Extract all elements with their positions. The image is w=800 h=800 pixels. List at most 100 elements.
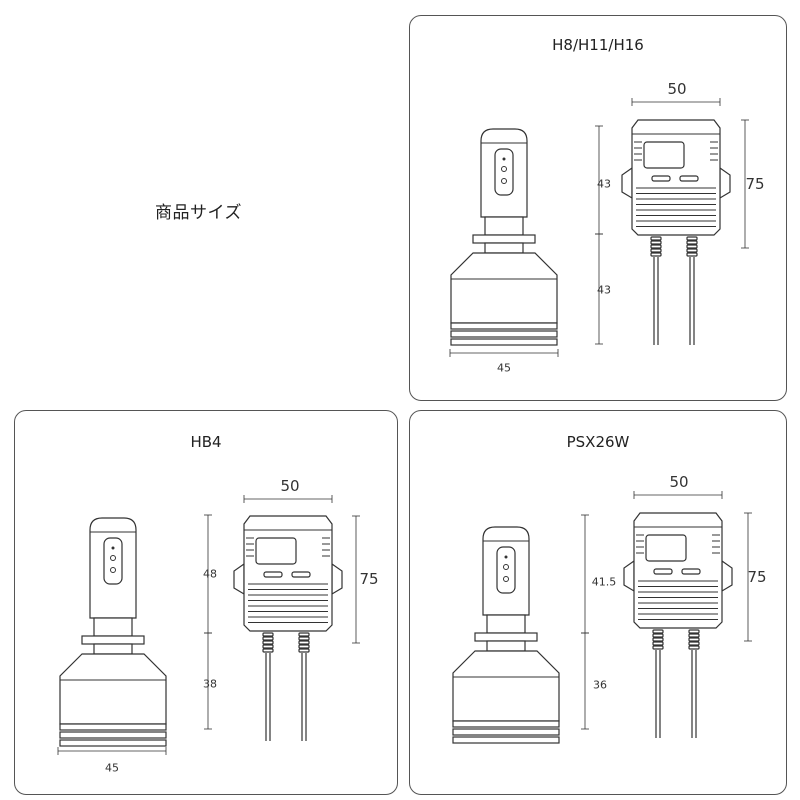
psx26w-drawing xyxy=(452,491,752,744)
panel-title: PSX26W xyxy=(566,433,630,451)
cable-strain-relief xyxy=(652,629,664,634)
bulb-collar xyxy=(81,635,145,645)
cable-strain-relief xyxy=(262,644,274,649)
led-chip xyxy=(502,157,506,161)
cable-strain-relief xyxy=(688,629,700,634)
panel-title: H8/H11/H16 xyxy=(552,36,644,54)
cable-strain-relief xyxy=(686,252,698,257)
unit-width-label: 50 xyxy=(669,473,689,491)
cable-strain-relief xyxy=(650,236,662,241)
cable-strain-relief xyxy=(688,637,700,642)
bulb-collar xyxy=(474,632,538,642)
unit-window xyxy=(255,537,297,565)
bulb-base xyxy=(59,653,167,725)
cable-strain-relief xyxy=(650,240,662,245)
bulb-top-label: 41.5 xyxy=(591,575,617,589)
unit-slot xyxy=(679,175,699,182)
base-fin xyxy=(59,739,167,747)
cable-strain-relief xyxy=(298,644,310,649)
cable-strain-relief xyxy=(262,636,274,641)
led-chip xyxy=(111,546,115,550)
base-fin xyxy=(450,338,558,346)
unit-slot xyxy=(263,571,283,578)
cable-strain-relief xyxy=(688,633,700,638)
bulb-ring xyxy=(486,640,526,652)
bulb-base xyxy=(452,650,560,722)
hb4-drawing xyxy=(57,495,360,755)
cable-strain-relief xyxy=(686,244,698,249)
unit-body xyxy=(633,512,723,629)
panel-psx26w: PSX26W 50 75 41.5 36 xyxy=(409,410,787,795)
base-fin xyxy=(59,731,167,739)
bulb-top-label: 48 xyxy=(203,567,217,581)
cable-strain-relief xyxy=(652,637,664,642)
unit-body xyxy=(243,515,333,632)
unit-tab-right xyxy=(331,562,343,596)
bulb-bottom-label: 36 xyxy=(593,678,607,692)
unit-width-label: 50 xyxy=(667,80,687,98)
bulb-collar xyxy=(472,234,536,244)
unit-window xyxy=(643,141,685,169)
bulb-neck xyxy=(484,216,524,236)
led-chip xyxy=(503,576,509,582)
cable-strain-relief xyxy=(686,240,698,245)
bulb-base xyxy=(450,252,558,324)
panel-title: HB4 xyxy=(190,433,222,451)
unit-body xyxy=(631,119,721,236)
base-fin xyxy=(450,330,558,338)
bulb-bottom-label: 38 xyxy=(203,677,217,691)
cable-strain-relief xyxy=(686,236,698,241)
cable-strain-relief xyxy=(686,248,698,253)
base-width-label: 45 xyxy=(497,361,511,375)
unit-tab-left xyxy=(233,562,245,596)
bulb-bottom-label: 43 xyxy=(597,283,611,297)
bulb-top-label: 43 xyxy=(597,177,611,191)
led-chip xyxy=(504,555,508,559)
led-chip xyxy=(110,555,116,561)
led-chip xyxy=(503,564,509,570)
cable-strain-relief xyxy=(650,252,662,257)
bulb-neck xyxy=(486,614,526,634)
led-chip xyxy=(110,567,116,573)
unit-height-label: 75 xyxy=(747,568,767,586)
base-fin xyxy=(452,728,560,736)
cable-strain-relief xyxy=(652,645,664,650)
cable-strain-relief xyxy=(688,645,700,650)
unit-slot xyxy=(291,571,311,578)
cable-strain-relief xyxy=(652,633,664,638)
base-fin xyxy=(59,723,167,731)
cable-strain-relief xyxy=(262,648,274,653)
cable-strain-relief xyxy=(688,641,700,646)
cable-strain-relief xyxy=(298,636,310,641)
base-fin xyxy=(452,720,560,728)
unit-width-label: 50 xyxy=(280,477,300,495)
cable-strain-relief xyxy=(650,244,662,249)
unit-tab-right xyxy=(719,166,731,200)
bulb-ring xyxy=(93,643,133,655)
unit-height-label: 75 xyxy=(745,175,765,193)
bulb-neck xyxy=(93,617,133,637)
cable-strain-relief xyxy=(262,632,274,637)
h8-drawing xyxy=(449,98,749,357)
unit-tab-left xyxy=(623,559,635,593)
unit-tab-right xyxy=(721,559,733,593)
led-chip xyxy=(501,178,507,184)
unit-window xyxy=(645,534,687,562)
base-fin xyxy=(450,322,558,330)
page-heading: 商品サイズ xyxy=(155,203,242,223)
cable-strain-relief xyxy=(298,640,310,645)
cable-strain-relief xyxy=(298,632,310,637)
unit-slot xyxy=(681,568,701,575)
unit-tab-left xyxy=(621,166,633,200)
unit-height-label: 75 xyxy=(359,570,379,588)
led-chip xyxy=(501,166,507,172)
unit-slot xyxy=(651,175,671,182)
cable-strain-relief xyxy=(652,641,664,646)
cable-strain-relief xyxy=(650,248,662,253)
panel-h8-h11-h16: H8/H11/H16 50 75 43 43 45 xyxy=(409,15,787,401)
base-width-label: 45 xyxy=(105,761,119,775)
unit-slot xyxy=(653,568,673,575)
cable-strain-relief xyxy=(262,640,274,645)
bulb-ring xyxy=(484,242,524,254)
panel-hb4: HB4 50 75 48 38 45 xyxy=(14,410,398,795)
